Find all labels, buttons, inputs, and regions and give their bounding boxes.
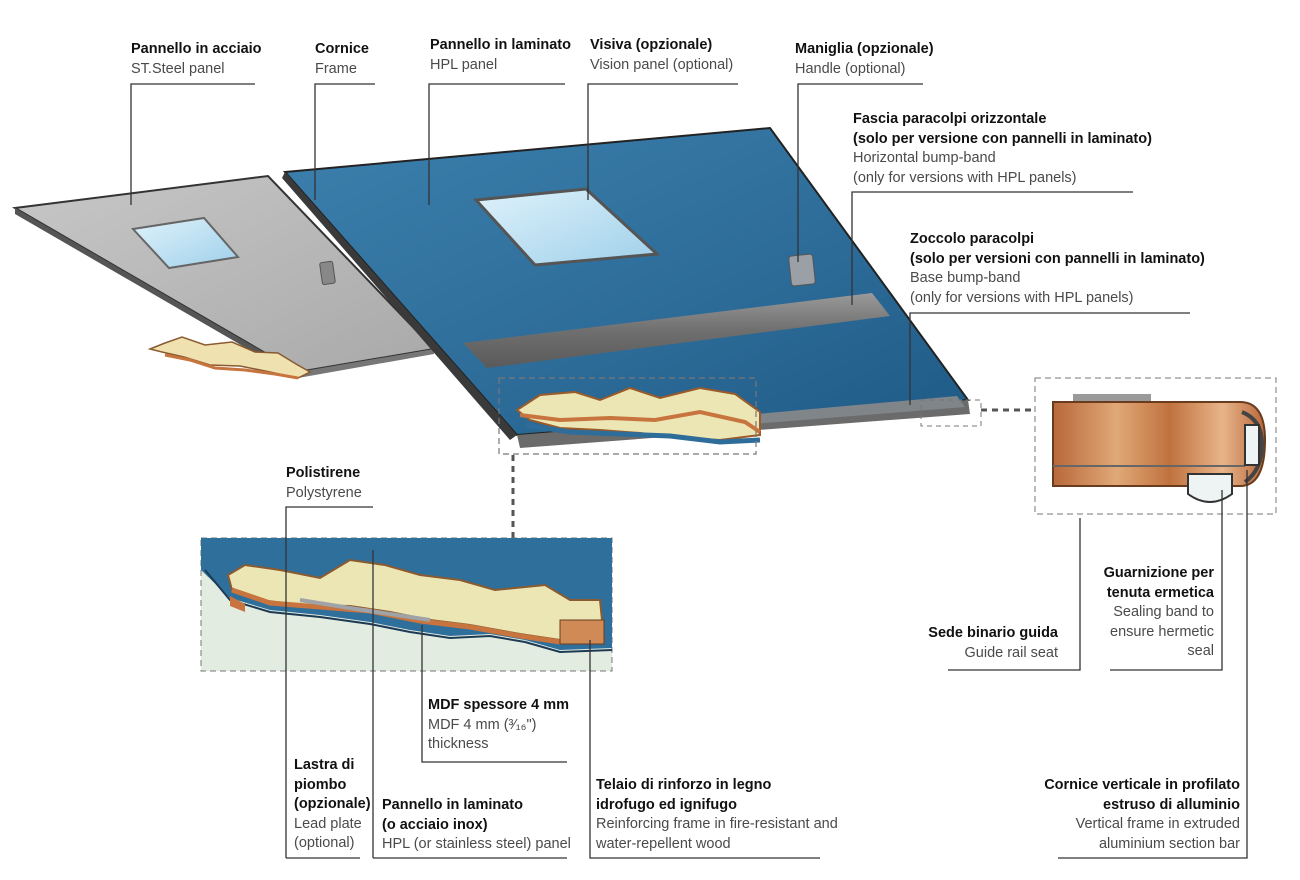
steel-vision-panel <box>130 216 240 270</box>
label-lead-plate: Lastra di piombo (opzionale) Lead plate … <box>294 757 371 851</box>
frame-section-detail <box>920 377 1277 515</box>
label-mdf: MDF spessore 4 mm MDF 4 mm (³⁄₁₆") thick… <box>428 697 570 752</box>
label-vision-panel: Visiva (opzionale) Vision panel (optiona… <box>590 37 734 73</box>
label-base-band: Zoccolo paracolpi (solo per versioni con… <box>910 231 1205 306</box>
label-hpl-panel: Pannello in laminato HPL panel <box>430 37 571 73</box>
horizontal-bump-band <box>463 293 890 368</box>
steel-door-panel <box>11 174 437 380</box>
label-handle: Maniglia (opzionale) Handle (optional) <box>795 41 934 77</box>
hpl-cutaway <box>515 386 761 442</box>
steel-handle <box>319 260 336 285</box>
hpl-vision-panel <box>472 187 661 267</box>
cross-section-callout <box>200 455 613 672</box>
label-sealing-band: Guarnizione per tenuta ermetica Sealing … <box>1103 565 1214 659</box>
hpl-door-panel <box>282 126 970 455</box>
hpl-callout-box <box>498 377 757 455</box>
label-hpl-inox: Pannello in laminato (o acciaio inox) HP… <box>382 797 571 852</box>
label-bump-band: Fascia paracolpi orizzontale (solo per v… <box>853 111 1152 186</box>
label-polystyrene: Polistirene Polystyrene <box>286 465 362 501</box>
label-guide-rail: Sede binario guida Guide rail seat <box>928 625 1058 661</box>
leader-lines <box>130 83 1248 859</box>
label-frame: Cornice Frame <box>315 41 369 77</box>
hpl-handle <box>788 253 816 287</box>
label-steel-panel: Pannello in acciaio ST.Steel panel <box>131 41 262 77</box>
label-wood-frame: Telaio di rinforzo in legno idrofugo ed … <box>596 777 838 852</box>
label-vertical-frame: Cornice verticale in profilato estruso d… <box>1044 777 1240 852</box>
